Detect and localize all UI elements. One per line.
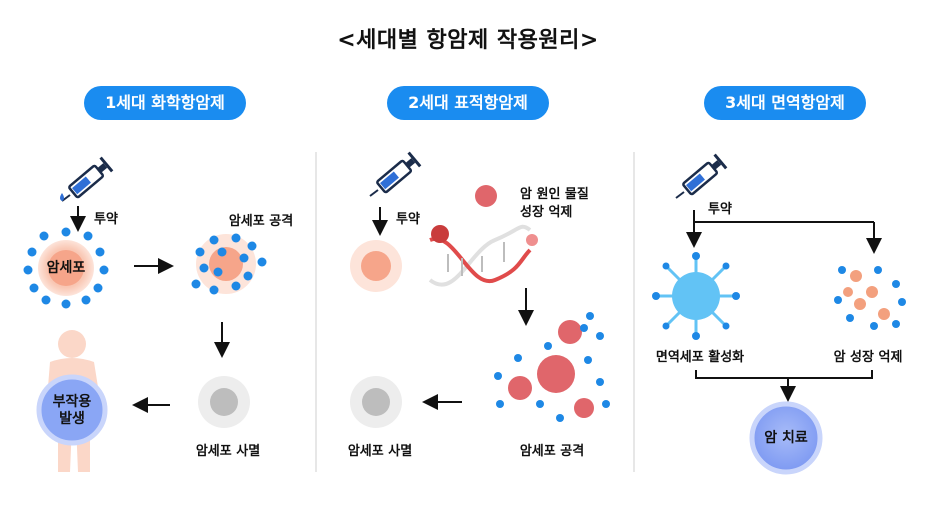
attacked-viruses xyxy=(494,312,610,422)
result-label: 암 치료 xyxy=(764,430,808,446)
header-gen1: 1세대 화학항암제 xyxy=(84,86,246,120)
drop-icon xyxy=(60,193,64,201)
drug-dots xyxy=(23,227,109,309)
side-effect-badge xyxy=(36,374,108,446)
dose-label: 투약 xyxy=(708,202,732,217)
header-gen3: 3세대 면역항암제 xyxy=(704,86,866,120)
virus-icon xyxy=(475,185,497,207)
dose-label: 투약 xyxy=(94,212,118,227)
syringe-icon xyxy=(369,151,422,197)
inhibited-cells xyxy=(834,266,906,330)
cancer-cell-label: 암세포 xyxy=(46,260,86,276)
page-title: <세대별 항암제 작용원리> xyxy=(337,28,599,53)
dose-label: 투약 xyxy=(396,212,420,227)
dna-icon xyxy=(428,224,532,287)
death-label: 암세포 사멸 xyxy=(347,444,413,459)
header-gen2: 2세대 표적항암제 xyxy=(387,86,549,120)
attack-label: 암세포 공격 xyxy=(519,444,585,459)
virus-icon xyxy=(526,234,538,246)
immune-label: 면역세포 활성화 xyxy=(655,350,745,365)
virus-icon xyxy=(431,225,449,243)
inhibit-label: 암 원인 물질 성장 억제 xyxy=(520,187,589,220)
attack-label: 암세포 공격 xyxy=(228,214,294,229)
growth-label: 암 성장 억제 xyxy=(833,350,903,365)
side-effect-label: 부작용 발생 xyxy=(52,394,92,427)
syringe-icon xyxy=(675,153,728,199)
death-label: 암세포 사멸 xyxy=(195,444,261,459)
immune-cell-icon xyxy=(652,252,740,340)
syringe-icon xyxy=(61,156,114,202)
treatment-badge xyxy=(749,401,823,475)
